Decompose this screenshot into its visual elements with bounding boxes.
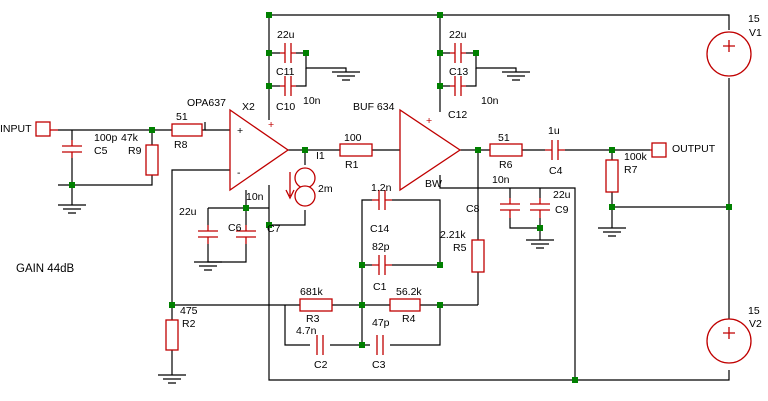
c12-name: C12	[448, 109, 467, 121]
c8-value: 10n	[492, 174, 510, 186]
output-label: OUTPUT	[672, 143, 716, 155]
resistor-r4	[389, 298, 421, 312]
c12-value: 10n	[481, 95, 499, 107]
capacitor-c4	[545, 140, 565, 160]
c2-value: 4.7n	[296, 325, 317, 337]
resistor-r8	[171, 123, 203, 137]
capacitor-c1	[372, 255, 392, 275]
capacitor-c14	[372, 190, 392, 210]
junction-dots	[69, 12, 732, 383]
ground-symbols	[58, 71, 626, 384]
r5-name: R5	[453, 242, 467, 254]
resistor-r5	[471, 239, 485, 273]
r7-name: R7	[624, 164, 638, 176]
c5-name: C5	[94, 145, 108, 157]
opamp-x2	[229, 108, 290, 192]
buffer-part: BUF 634	[353, 101, 395, 113]
c4-name: C4	[549, 165, 563, 177]
r1-name: R1	[345, 159, 359, 171]
v2-name: V2	[749, 318, 762, 330]
r5-value: 2.21k	[440, 229, 466, 241]
r2-name: R2	[182, 318, 196, 330]
gain-note: GAIN 44dB	[16, 263, 74, 275]
voltage-source-v1	[706, 31, 752, 77]
c7-value: 10n	[246, 191, 264, 203]
c10-name: C10	[276, 101, 295, 113]
c3-name: C3	[372, 359, 386, 371]
c1-name: C1	[373, 281, 387, 293]
r8-name: R8	[174, 139, 188, 151]
c7-name: C7	[267, 223, 281, 235]
c14-name: C14	[370, 223, 389, 235]
buffer-buf634	[399, 108, 462, 192]
c6-value: 22u	[179, 206, 197, 218]
c1-value: 82p	[372, 241, 390, 253]
input-label: INPUT	[0, 123, 32, 135]
capacitor-c12	[450, 76, 466, 96]
resistor-r7	[605, 159, 619, 193]
c11-name: C11	[276, 66, 295, 78]
capacitor-c9	[530, 198, 550, 218]
capacitor-c11	[280, 43, 296, 63]
c6-name: C6	[228, 222, 242, 234]
r7-value: 100k	[624, 151, 648, 163]
r9-name: R9	[128, 145, 142, 157]
opamp-plus-sign: +	[237, 125, 243, 137]
voltage-source-v2	[706, 318, 752, 364]
c14-value: 1.2n	[371, 182, 392, 194]
c4-value: 1u	[548, 125, 560, 137]
v1-value: 15	[748, 13, 760, 25]
opamp-name: X2	[242, 101, 255, 113]
c13-value: 22u	[449, 29, 467, 41]
c11-value: 22u	[277, 29, 295, 41]
capacitor-c2	[316, 335, 324, 355]
c9-name: C9	[555, 204, 569, 216]
r1-value: 100	[344, 132, 362, 144]
resistor-r2	[165, 319, 179, 351]
r8-value: 51	[176, 111, 188, 123]
v2-value: 15	[748, 305, 760, 317]
current-source-i1	[285, 167, 316, 207]
opamp-supply-plus: +	[268, 119, 274, 131]
c10-value: 10n	[303, 95, 321, 107]
resistor-r1	[339, 143, 373, 157]
capacitor-c10	[280, 76, 296, 96]
resistor-r6	[489, 143, 523, 157]
capacitor-c8	[500, 198, 520, 218]
capacitor-c5	[62, 140, 82, 158]
c3-value: 47p	[372, 317, 390, 329]
r4-value: 56.2k	[396, 286, 422, 298]
c9-value: 22u	[553, 189, 571, 201]
v1-name: V1	[749, 27, 762, 39]
buffer-bw-pin: BW	[425, 178, 442, 190]
input-port	[35, 121, 51, 137]
capacitor-c13	[450, 43, 466, 63]
i1-name: I1	[316, 150, 325, 162]
c2-name: C2	[314, 359, 328, 371]
buffer-supply-plus: +	[426, 115, 432, 127]
i1-value: 2m	[318, 183, 333, 195]
capacitor-c7	[236, 225, 256, 244]
capacitor-c6	[198, 225, 218, 244]
opamp-part: OPA637	[187, 97, 226, 109]
resistor-r9	[145, 144, 159, 176]
output-port	[651, 142, 667, 158]
r6-name: R6	[499, 159, 513, 171]
r9-value: 47k	[121, 132, 139, 144]
wires	[58, 14, 730, 381]
r2-value: 475	[180, 305, 198, 317]
resistor-r3	[299, 298, 333, 312]
r3-name: R3	[306, 313, 320, 325]
r4-name: R4	[402, 313, 416, 325]
r6-value: 51	[498, 132, 510, 144]
c8-name: C8	[466, 203, 480, 215]
r3-value: 681k	[300, 286, 324, 298]
capacitor-c3	[376, 335, 384, 355]
c5-value: 100p	[94, 132, 118, 144]
c13-name: C13	[449, 66, 468, 78]
opamp-minus-sign: -	[237, 167, 241, 179]
